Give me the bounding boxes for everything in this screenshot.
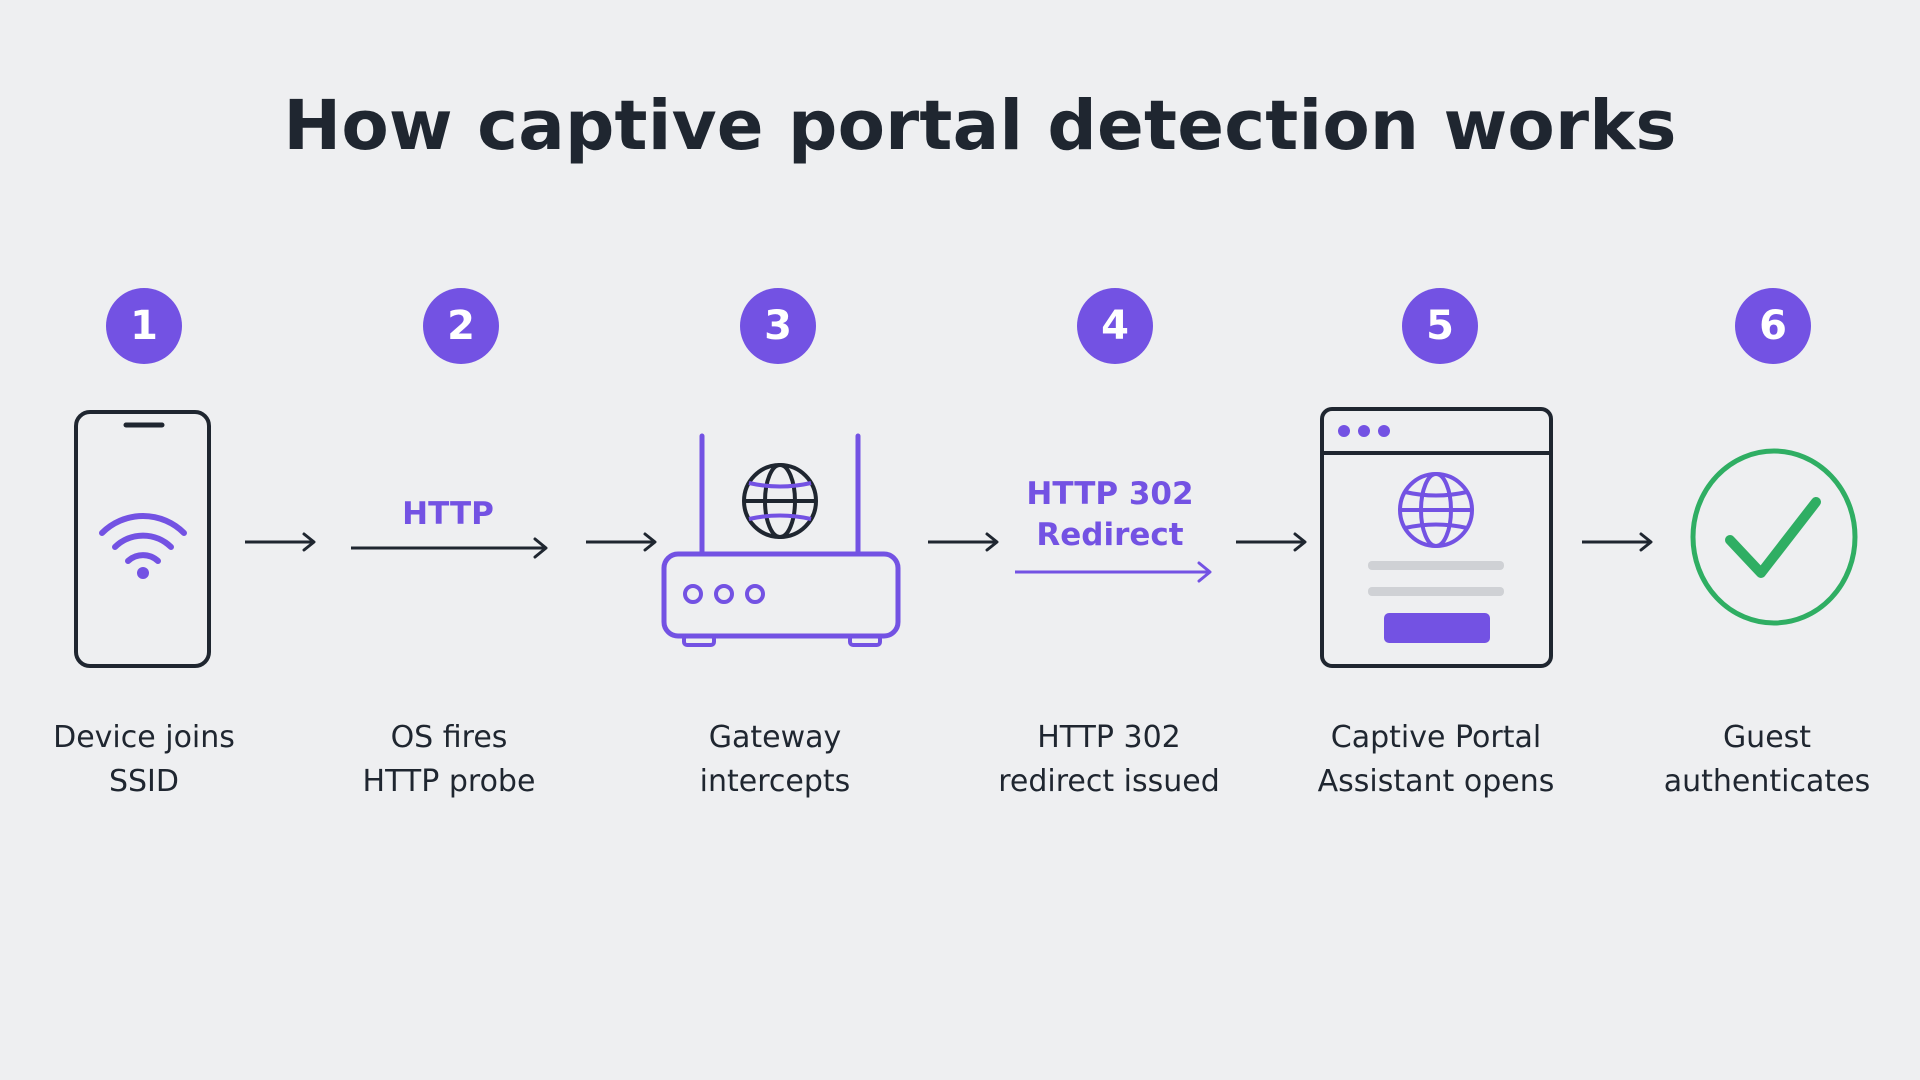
- step-1-caption-line2: SSID: [108, 764, 180, 799]
- step-4-caption-line1: HTTP 302: [1037, 720, 1181, 755]
- step-3-caption: Gateway intercepts: [615, 716, 935, 804]
- step-6-caption-line1: Guest: [1722, 720, 1812, 755]
- step-1-caption: Device joins SSID: [0, 716, 304, 804]
- http-arrow-icon: [351, 537, 548, 559]
- step-4-badge: 4: [1077, 288, 1153, 364]
- step-1-badge: 1: [106, 288, 182, 364]
- step-5-badge: 5: [1402, 288, 1478, 364]
- step-2-caption-line2: HTTP probe: [362, 764, 536, 799]
- step-5-caption-line2: Assistant opens: [1317, 764, 1555, 799]
- step-5-caption-line1: Captive Portal: [1330, 720, 1542, 755]
- diagram-title: How captive portal detection works: [283, 86, 1677, 166]
- arrow-right-icon: [1582, 532, 1653, 552]
- step-2-caption: OS fires HTTP probe: [289, 716, 609, 804]
- arrow-right-icon: [1236, 532, 1307, 552]
- step-6-caption-line2: authenticates: [1663, 764, 1871, 799]
- step-6-badge: 6: [1735, 288, 1811, 364]
- step-3-badge: 3: [740, 288, 816, 364]
- step-3-caption-line2: intercepts: [699, 764, 851, 799]
- step-4-caption-line2: redirect issued: [998, 764, 1220, 799]
- check-circle-icon: [1690, 448, 1858, 626]
- arrow-right-icon: [586, 532, 657, 552]
- step-6-caption: Guest authenticates: [1607, 716, 1920, 804]
- router-globe-icon: [661, 433, 901, 647]
- redirect-arrow-label: HTTP 302 Redirect: [980, 474, 1240, 556]
- arrow-right-icon: [245, 532, 316, 552]
- step-5-caption: Captive Portal Assistant opens: [1276, 716, 1596, 804]
- browser-portal-icon: [1320, 407, 1553, 668]
- step-2-caption-line1: OS fires: [390, 720, 508, 755]
- step-4-caption: HTTP 302 redirect issued: [949, 716, 1269, 804]
- arrow-right-icon: [928, 532, 999, 552]
- redirect-label-line2: Redirect: [1036, 517, 1184, 553]
- step-2-badge: 2: [423, 288, 499, 364]
- redirect-arrow-icon: [1015, 561, 1212, 583]
- redirect-label-line1: HTTP 302: [1026, 476, 1194, 512]
- http-arrow-label: HTTP: [402, 496, 494, 532]
- step-3-caption-line1: Gateway: [708, 720, 842, 755]
- smartphone-wifi-icon: [74, 410, 211, 668]
- step-1-caption-line1: Device joins: [53, 720, 235, 755]
